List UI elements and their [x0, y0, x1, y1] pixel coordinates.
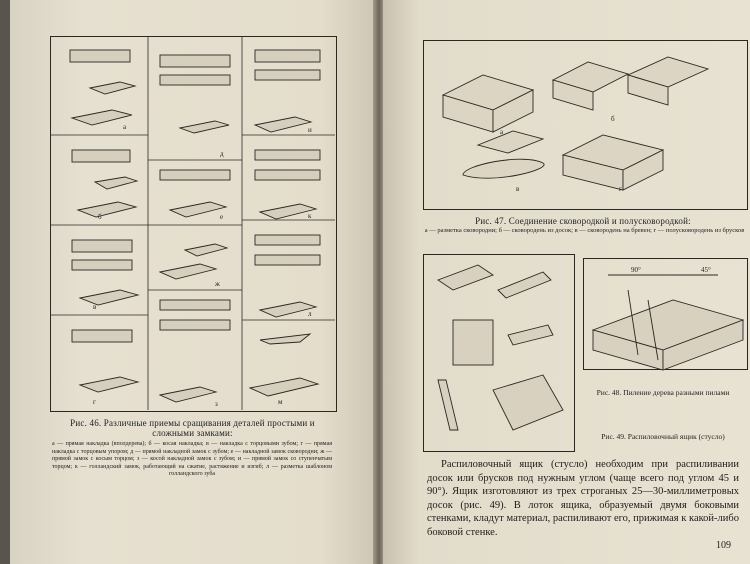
- fig48-caption: Рис. 48. Пиление дерева разными пилами: [596, 388, 730, 397]
- fig47-frame: [423, 40, 748, 210]
- fig46-label-v: в: [93, 303, 97, 311]
- fig46-label-e: е: [220, 213, 224, 221]
- fig47-label-a: а: [500, 128, 504, 136]
- fig46-title: Рис. 46. Различные приемы сращивания дет…: [70, 418, 315, 438]
- fig47-label-v: в: [516, 185, 520, 193]
- fig46-legend: а — прямая накладка (вполдерева); б — ко…: [52, 441, 332, 477]
- fig47-legend: а — разметка сковородни; б — сковородень…: [424, 227, 745, 234]
- fig48-frame: [423, 254, 575, 452]
- fig48-drawings: [437, 264, 564, 431]
- fig46-frame: [50, 36, 337, 412]
- fig49-angle-45: 45°: [701, 266, 711, 274]
- fig47-drawings: [441, 56, 710, 191]
- book-gutter: [373, 0, 385, 564]
- fig47-label-g: г: [619, 185, 622, 193]
- fig47-label-b: б: [611, 115, 615, 123]
- fig46-label-d: д: [220, 150, 224, 158]
- fig46-label-a: а: [123, 123, 127, 131]
- fig47-title: Рис. 47. Соединение сковородкой и полуск…: [475, 216, 691, 226]
- page-number: 109: [716, 540, 731, 551]
- fig46-label-b: б: [98, 213, 102, 221]
- fig46-label-k: к: [308, 212, 312, 220]
- fig49-drawings: [591, 274, 745, 371]
- left-page: а б в г д е ж з и к л м Рис. 46. Различн…: [10, 0, 375, 564]
- fig46-label-i: и: [308, 126, 312, 134]
- fig46-drawings: [50, 36, 335, 410]
- right-page: а б в г Рис. 47. Соединение сковородкой …: [383, 0, 750, 564]
- fig46-label-zh: ж: [215, 280, 220, 288]
- fig46-label-m: м: [278, 398, 283, 406]
- fig49-angle-90: 90°: [631, 266, 641, 274]
- fig46-label-g: г: [93, 398, 96, 406]
- body-paragraph: Распиловочный ящик (стусло) необходим пр…: [427, 459, 739, 538]
- fig49-caption: Рис. 49. Распиловочный ящик (стусло): [601, 432, 725, 441]
- fig46-label-l: л: [308, 310, 312, 318]
- fig46-label-z: з: [215, 400, 218, 408]
